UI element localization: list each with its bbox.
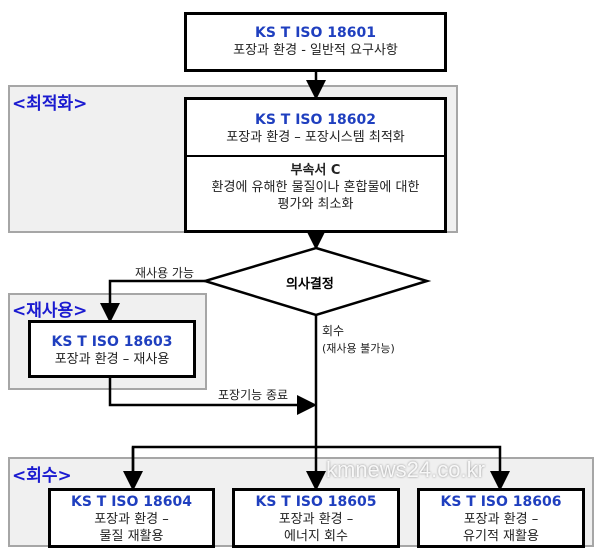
iso-18604-box: KS T ISO 18604 포장과 환경 – 물질 재활용 — [48, 488, 215, 548]
reuse-possible-label: 재사용 가능 — [135, 266, 195, 280]
iso-18605-box: KS T ISO 18605 포장과 환경 – 에너지 회수 — [232, 488, 400, 548]
standard-code: KS T ISO 18601 — [254, 25, 376, 41]
standard-title: 포장과 환경 – — [94, 512, 169, 527]
standard-title: 포장과 환경 – — [278, 512, 354, 527]
standard-title: 포장과 환경 - 일반적 요구사항 — [233, 43, 398, 58]
annex-text: 평가와 최소화 — [277, 197, 354, 212]
iso-18601-box: KS T ISO 18601 포장과 환경 - 일반적 요구사항 — [184, 12, 447, 72]
reuse-impossible-label: (재사용 불가능) — [322, 342, 395, 355]
optimization-section-label: <최적화> — [12, 94, 88, 114]
annex-text: 환경에 유해한 물질이나 혼합물에 대한 — [211, 180, 420, 195]
standard-title: 에너지 회수 — [284, 529, 348, 544]
standard-title: 포장과 환경 – 재사용 — [54, 352, 170, 367]
standard-code: KS T ISO 18602 — [254, 112, 376, 128]
standard-code: KS T ISO 18604 — [70, 494, 192, 510]
standard-title: 포장과 환경 – 포장시스템 최적화 — [226, 130, 405, 145]
recovery-label: 회수 — [322, 324, 345, 338]
end-of-function-label: 포장기능 종료 — [218, 388, 289, 402]
standard-code: KS T ISO 18605 — [255, 494, 377, 510]
watermark: kmnews24.co.kr — [326, 457, 485, 482]
iso-18606-box: KS T ISO 18606 포장과 환경 – 유기적 재활용 — [417, 488, 585, 548]
standard-title: 포장과 환경 – — [463, 512, 539, 527]
reuse-section-label: <재사용> — [12, 301, 88, 321]
iso-18602-box: KS T ISO 18602 포장과 환경 – 포장시스템 최적화 부속서 C … — [184, 97, 447, 233]
standard-title: 물질 재활용 — [99, 529, 164, 544]
annex-title: 부속서 C — [290, 163, 341, 178]
iso-18603-box: KS T ISO 18603 포장과 환경 – 재사용 — [28, 320, 196, 378]
decision-diamond — [200, 246, 432, 317]
standard-code: KS T ISO 18603 — [51, 334, 173, 350]
standard-title: 유기적 재활용 — [463, 529, 539, 544]
recovery-section-label: <회수> — [12, 466, 72, 486]
standard-code: KS T ISO 18606 — [440, 494, 562, 510]
decision-label: 의사결정 — [286, 277, 334, 292]
